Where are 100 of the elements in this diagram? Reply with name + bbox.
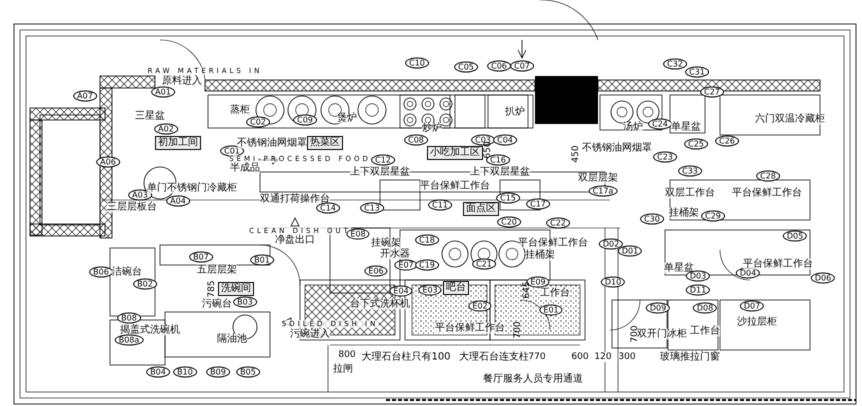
equipment-label: 单门不锈钢门冷藏柜 (147, 182, 237, 194)
callout-number: C32 (663, 58, 687, 70)
callout-number: D06 (810, 272, 836, 284)
equipment-label: 揭盖式洗碗机 (120, 324, 180, 336)
callout-number: B03 (233, 296, 257, 308)
callout-number: C05 (454, 62, 478, 72)
callout-number: E07 (394, 260, 418, 270)
callout-number: C06 (487, 60, 511, 72)
equipment-label: 双层工作台 (665, 188, 715, 198)
equipment-label: 沙拉层柜 (737, 316, 777, 328)
callout-number: C09 (293, 114, 317, 126)
callout-number: C28 (756, 170, 780, 182)
equipment-label: 上下双层星盆 (470, 166, 530, 178)
callout-number: C21 (472, 258, 496, 270)
callout-number: B08 (117, 312, 141, 324)
equipment-label: 双通打荷操作台 (260, 194, 330, 204)
callout-number: B08a (114, 334, 144, 346)
dimension-text: 700 (513, 321, 523, 339)
equipment-label: 单星盆 (671, 122, 701, 132)
equipment-label: 平台保鲜工作台 (743, 258, 813, 270)
dimension-text: 785 (207, 280, 217, 298)
callout-number: A06 (96, 156, 120, 168)
area-label-box: 洗碗间 (218, 282, 254, 296)
callout-number: B09 (206, 366, 230, 378)
equipment-label: 开水器 (380, 248, 410, 260)
callout-number: C08 (404, 134, 428, 146)
callout-number: E08 (346, 228, 370, 240)
callout-number: C30 (640, 214, 664, 224)
callout-number: A02 (154, 124, 178, 134)
callout-number: C12 (371, 154, 395, 166)
equipment-label: 煲炉 (337, 112, 357, 124)
dimension-text: 770 (528, 352, 546, 362)
callout-number: A07 (73, 90, 97, 102)
equipment-label: 工作台 (540, 288, 570, 298)
area-label-box: 吧台 (443, 281, 469, 295)
callout-number: C17a (588, 186, 618, 196)
equipment-label: 拉闸 (333, 364, 353, 374)
equipment-label: 台下式洗杯机 (350, 298, 410, 310)
callout-number: C26 (715, 136, 739, 146)
equipment-label: 双层层架 (578, 172, 618, 184)
callout-number: C31 (685, 66, 709, 78)
callout-number: C24 (648, 118, 672, 130)
callout-number: A01 (151, 86, 175, 98)
dimension-text: 600 (571, 352, 589, 362)
callout-number: D03 (686, 270, 710, 282)
equipment-label: 餐厅服务人员专用通道 (483, 374, 583, 384)
callout-number: D07 (740, 300, 764, 312)
callout-number: C04 (493, 134, 517, 146)
dimension-text: 120 (594, 352, 612, 362)
callout-number: C13 (360, 202, 384, 214)
equipment-label: 炒炉 (422, 122, 442, 134)
callout-number: C10 (405, 58, 429, 68)
callout-number: D10 (600, 276, 626, 288)
callout-number: D09 (646, 302, 670, 314)
equipment-label: 净盘出口 (275, 234, 315, 246)
equipment-label: 不锈钢油网烟罩 (582, 142, 652, 154)
dimension-text: 300 (618, 352, 636, 362)
callout-number: D01 (618, 246, 642, 256)
equipment-label: 平台保鲜工作台 (518, 238, 588, 248)
dimension-text: 450 (571, 145, 581, 163)
equipment-label: 隔油池 (217, 334, 247, 344)
callout-number: C20 (497, 216, 521, 228)
equipment-label: 工作台 (690, 326, 720, 336)
callout-number: B05 (236, 366, 260, 378)
equipment-label: 三星盆 (135, 110, 165, 122)
equipment-label: 挂桶架 (525, 250, 555, 260)
callout-number: C25 (684, 138, 708, 150)
equipment-label: 挂桶架 (669, 208, 699, 218)
area-label-box: 热菜区 (307, 136, 343, 150)
equipment-label: 六门双温冷藏柜 (755, 114, 825, 124)
equipment-label: 汤炉 (623, 122, 643, 132)
equipment-label: 单星盆 (664, 262, 694, 274)
equipment-label: 扒炉 (505, 106, 525, 118)
equipment-label: 平台保鲜工作台 (435, 322, 505, 334)
area-label-box: 小吃加工区 (427, 146, 483, 160)
callout-number: A04 (166, 196, 190, 206)
callout-number: B01 (250, 254, 274, 266)
equipment-label: 挂碗架 (371, 238, 401, 248)
callout-number: C22 (546, 218, 570, 228)
equipment-label: 双开门冰柜 (637, 328, 687, 340)
callout-number: B02 (133, 278, 157, 290)
dimension-text: 800 (338, 350, 356, 360)
area-label-box: 面点区 (463, 202, 499, 216)
callout-number: C18 (415, 234, 439, 246)
callout-number: C07 (510, 60, 534, 72)
equipment-label: 不锈钢油网烟罩 (237, 138, 307, 148)
equipment-label: 原料进入 (162, 76, 202, 86)
equipment-label: 半成品 (230, 162, 260, 174)
equipment-label: 玻璃推拉门窗 (660, 352, 720, 362)
equipment-label: 平台保鲜工作台 (732, 188, 802, 198)
equipment-label: 污碗进入 (290, 328, 330, 340)
callout-number: C01 (220, 146, 244, 156)
equipment-label: 洁碗台 (112, 266, 142, 278)
callout-number: C29 (701, 210, 725, 222)
callout-number: D08 (692, 302, 718, 314)
equipment-label: 污碗台 (202, 298, 232, 310)
equipment-label: 五层层架 (197, 264, 237, 276)
equipment-label: 三层层板台 (107, 202, 157, 212)
equipment-label: 蒸柜 (230, 104, 250, 116)
callout-number: C02 (246, 116, 270, 128)
